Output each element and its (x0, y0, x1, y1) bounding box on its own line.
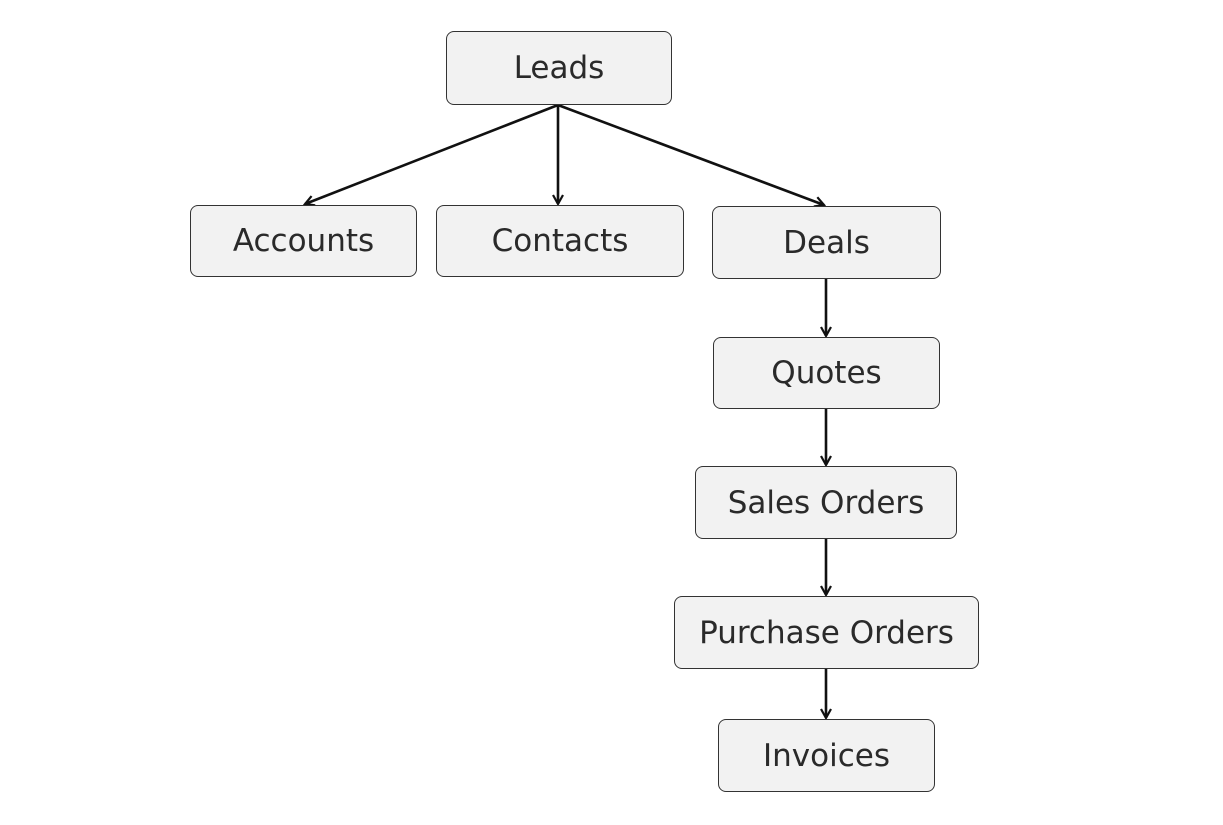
node-contacts: Contacts (436, 205, 684, 277)
node-label: Deals (783, 224, 870, 261)
node-purchase-orders: Purchase Orders (674, 596, 979, 669)
node-label: Quotes (771, 355, 882, 391)
node-quotes: Quotes (713, 337, 940, 409)
node-label: Contacts (491, 223, 629, 259)
node-label: Purchase Orders (699, 614, 954, 651)
node-leads: Leads (446, 31, 672, 105)
node-label: Sales Orders (727, 484, 925, 521)
edge-leads-deals (557, 103, 824, 205)
node-label: Invoices (763, 737, 890, 774)
edge-leads-accounts (305, 103, 559, 204)
node-accounts: Accounts (190, 205, 417, 277)
node-sales-orders: Sales Orders (695, 466, 957, 539)
node-invoices: Invoices (718, 719, 935, 792)
node-label: Leads (513, 50, 605, 86)
node-deals: Deals (712, 206, 941, 279)
node-label: Accounts (232, 223, 375, 259)
